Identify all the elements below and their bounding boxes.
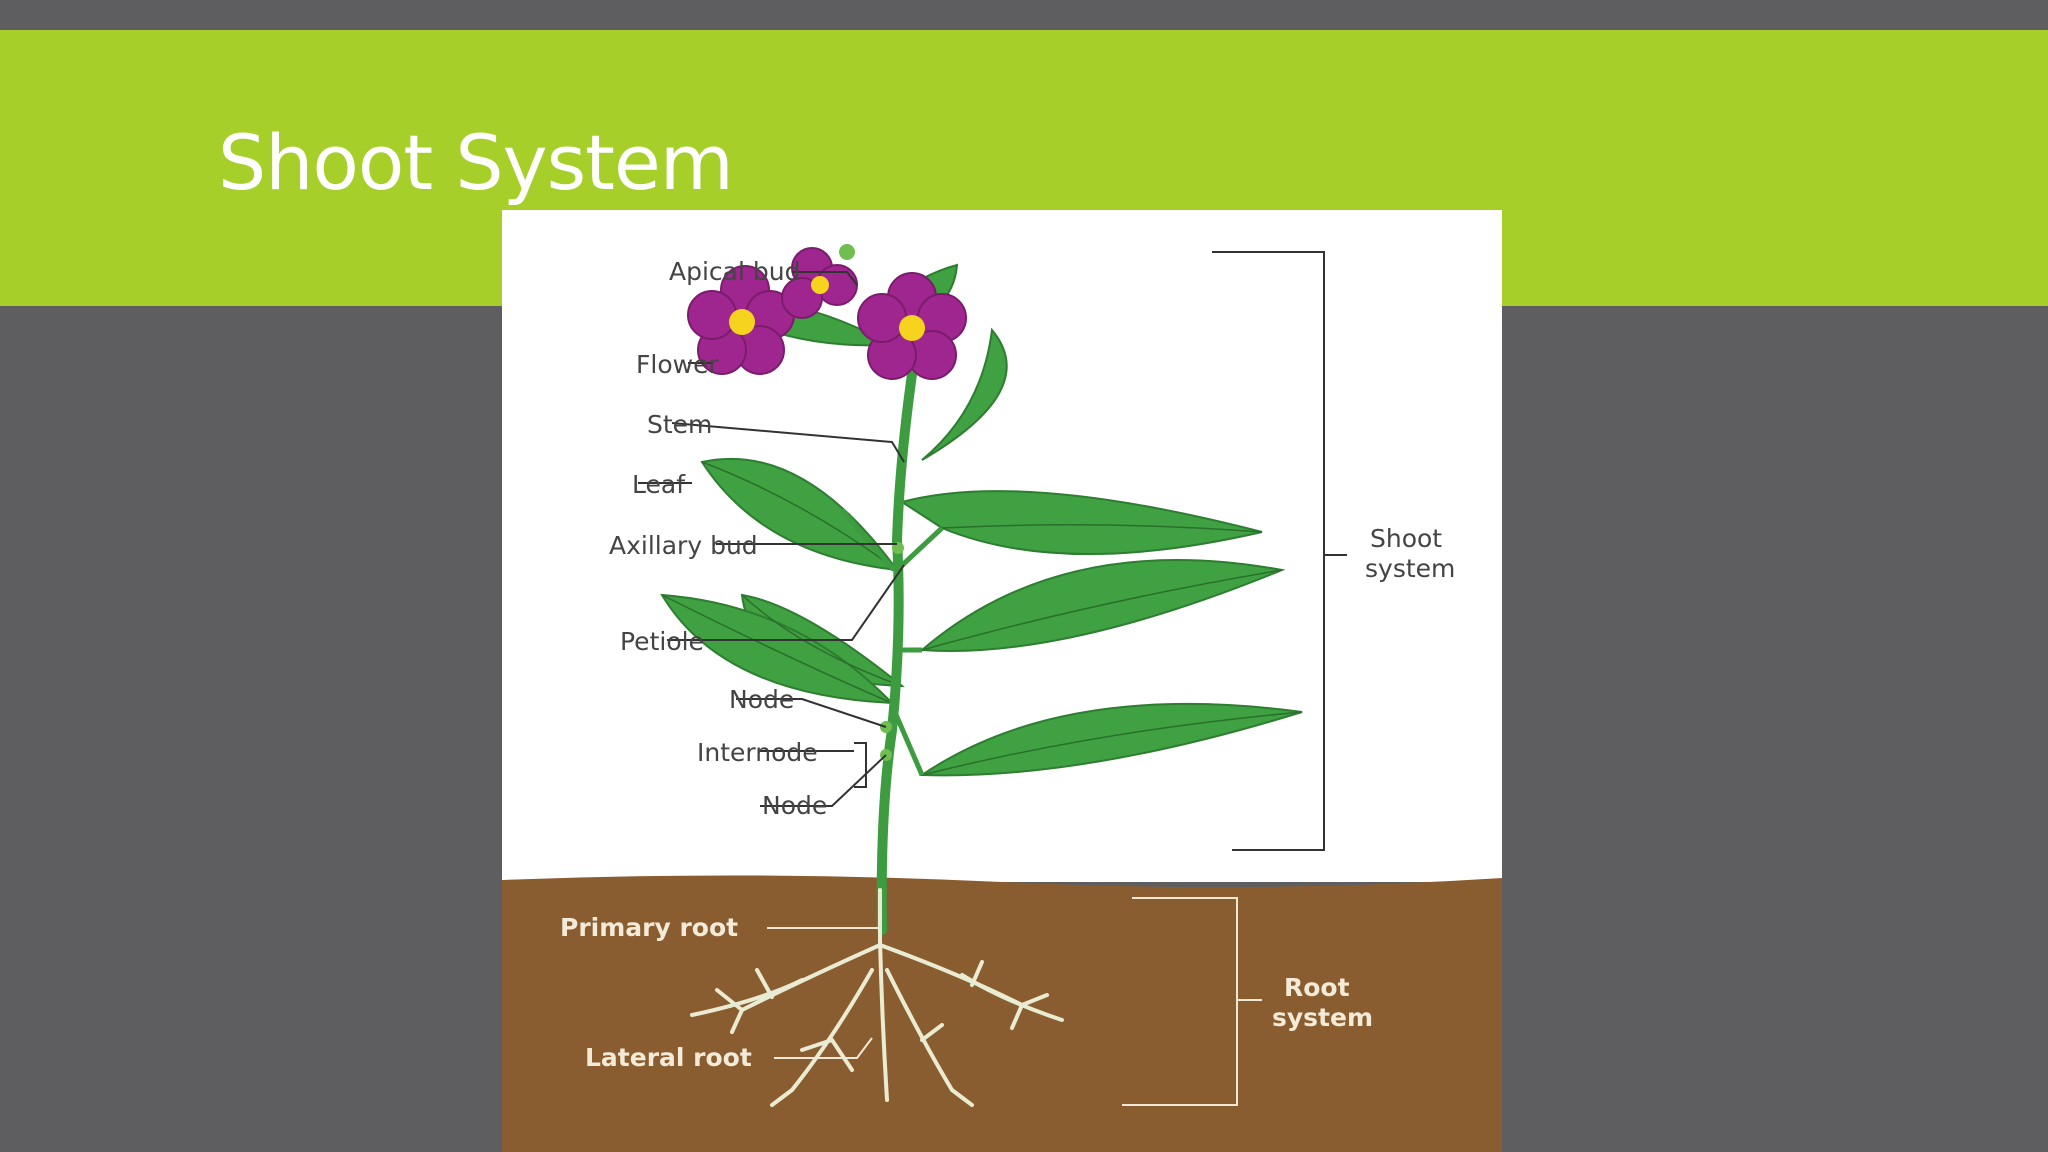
label-axillary-bud: Axillary bud: [609, 531, 758, 560]
label-apical-bud: Apical bud: [669, 257, 800, 286]
leaf-flower-right: [921, 327, 1008, 461]
label-internode: Internode: [697, 738, 818, 767]
label-primary-root: Primary root: [560, 913, 738, 942]
label-node-lower: Node: [762, 791, 827, 820]
root-system-bracket: [1122, 897, 1262, 1106]
label-petiole: Petiole: [620, 627, 704, 656]
stem: [876, 335, 922, 935]
label-root-system-2: system: [1272, 1003, 1373, 1032]
label-leaf: Leaf: [632, 470, 686, 499]
leader-lines: [638, 271, 905, 1059]
apical-bud: [839, 244, 855, 260]
label-lateral-root: Lateral root: [585, 1043, 752, 1072]
label-flower: Flower: [636, 350, 719, 379]
petioles: [840, 508, 944, 776]
soil: [502, 875, 1502, 1152]
flower-back: [781, 247, 858, 319]
roots: [690, 888, 1064, 1107]
internode-bracket: [854, 742, 867, 788]
slide-title: Shoot System: [218, 118, 734, 207]
flower-right: [857, 272, 967, 380]
label-stem: Stem: [647, 410, 712, 439]
shoot-system-bracket: [1212, 251, 1347, 851]
leaf-veins: [661, 461, 1303, 776]
plant-diagram: Apical bud Flower Stem Leaf Axillary bud…: [502, 210, 1502, 1152]
label-root-system-1: Root: [1284, 973, 1350, 1002]
label-shoot-system-2: system: [1365, 554, 1455, 583]
label-node-upper: Node: [729, 685, 794, 714]
label-shoot-system-1: Shoot: [1370, 524, 1442, 553]
